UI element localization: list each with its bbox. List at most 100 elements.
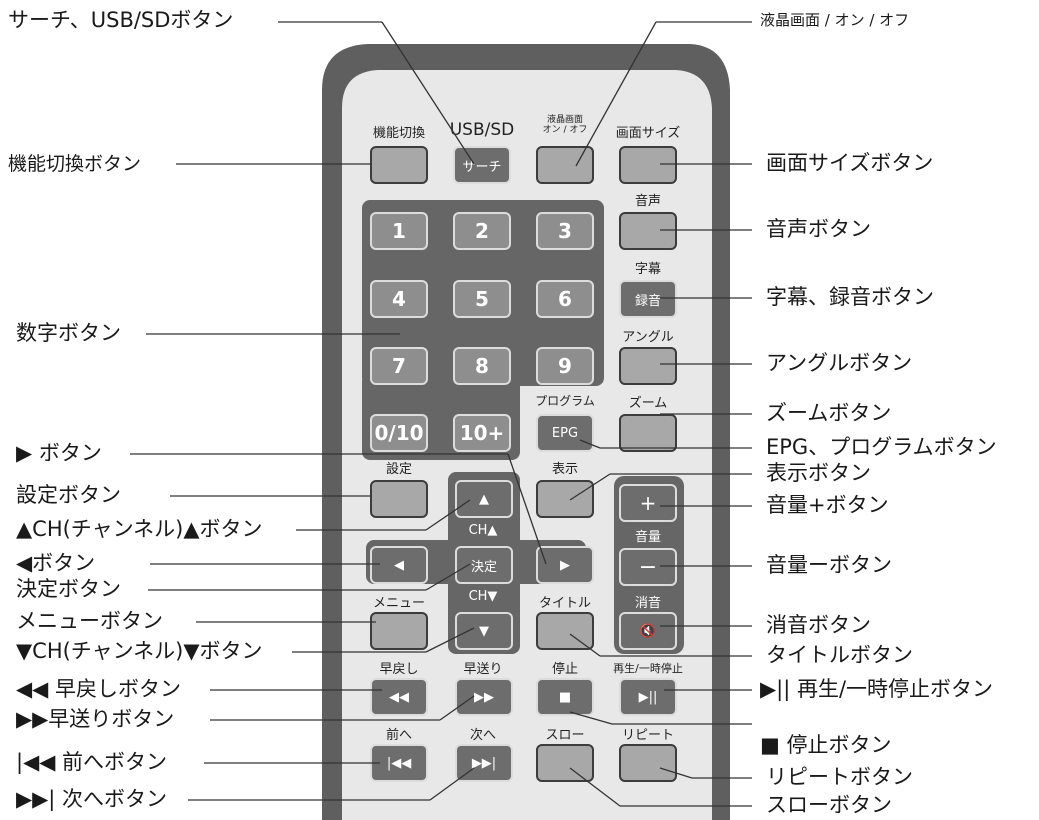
callout-volume-down: 音量ーボタン xyxy=(766,553,892,577)
label-slow: スロー xyxy=(545,728,585,743)
search-button[interactable]: サーチ xyxy=(453,146,511,184)
callout-next: ▶▶| 次へボタン xyxy=(16,787,168,811)
callout-ch-up: ▲CH(チャンネル)▲ボタン xyxy=(16,517,263,541)
callout-lcd: 液晶画面 / オン / オフ xyxy=(760,11,910,29)
callout-play-pause: ▶|| 再生/一時停止ボタン xyxy=(760,677,994,701)
label-mute: 消音 xyxy=(634,596,662,611)
callout-display: 表示ボタン xyxy=(766,461,871,485)
right-button[interactable]: ▶ xyxy=(536,546,594,584)
label-ff: 早送り xyxy=(463,662,503,677)
next-button[interactable]: ▶▶| xyxy=(455,744,513,782)
title-button[interactable] xyxy=(536,612,594,650)
label-screen: 画面サイズ xyxy=(615,126,681,141)
left-triangle-icon: ◀ xyxy=(394,557,404,573)
speaker-mute-icon: 🔇 xyxy=(639,623,657,639)
fast-forward-button[interactable]: ▶▶ xyxy=(455,678,513,716)
audio-button[interactable] xyxy=(619,212,677,250)
callout-func: 機能切換ボタン xyxy=(8,153,142,175)
callout-slow: スローボタン xyxy=(766,793,892,817)
callout-mute: 消音ボタン xyxy=(766,613,871,637)
num-8-button[interactable]: 8 xyxy=(453,347,511,385)
ch-down-button[interactable]: ▼ xyxy=(455,612,513,650)
menu-button[interactable] xyxy=(370,612,428,650)
callout-volume-up: 音量+ボタン xyxy=(766,493,889,517)
callout-screen-size: 画面サイズボタン xyxy=(766,151,934,175)
callout-previous: |◀◀ 前へボタン xyxy=(16,750,168,774)
right-triangle-icon: ▶ xyxy=(560,557,570,573)
setting-button[interactable] xyxy=(370,480,428,518)
label-prev: 前へ xyxy=(385,728,413,743)
play-pause-icon: ▶|| xyxy=(638,689,658,705)
num-2-button[interactable]: 2 xyxy=(453,212,511,250)
label-rew: 早戻し xyxy=(379,662,419,677)
callout-subtitle: 字幕、録音ボタン xyxy=(766,285,934,309)
callout-enter: 決定ボタン xyxy=(16,577,121,601)
stop-icon: ■ xyxy=(558,689,572,705)
label-repeat: リピート xyxy=(621,728,675,743)
callout-zoom: ズームボタン xyxy=(766,401,892,425)
callout-angle: アングルボタン xyxy=(766,351,913,375)
record-button[interactable]: 録音 xyxy=(619,280,677,318)
label-subtitle: 字幕 xyxy=(634,262,662,277)
mute-button[interactable]: 🔇 xyxy=(619,612,677,650)
rewind-icon: ◀◀ xyxy=(389,689,409,705)
display-button[interactable] xyxy=(536,480,594,518)
angle-button[interactable] xyxy=(619,347,677,385)
label-stop: 停止 xyxy=(551,662,579,677)
callout-left: ◀ボタン xyxy=(16,551,96,575)
play-pause-button[interactable]: ▶|| xyxy=(619,678,677,716)
callout-audio: 音声ボタン xyxy=(766,217,871,241)
callout-right: ▶ ボタン xyxy=(16,441,102,465)
num-7-button[interactable]: 7 xyxy=(370,347,428,385)
label-setting: 設定 xyxy=(385,462,413,477)
label-ch-up: CH▲ xyxy=(468,523,498,538)
callout-epg: EPG、プログラムボタン xyxy=(766,435,997,459)
previous-icon: |◀◀ xyxy=(386,755,412,771)
slow-button[interactable] xyxy=(536,744,594,782)
callout-setting: 設定ボタン xyxy=(16,483,121,507)
down-triangle-icon: ▼ xyxy=(479,623,489,639)
label-volume: 音量 xyxy=(634,530,662,545)
callout-stop: ■ 停止ボタン xyxy=(760,733,892,757)
volume-up-button[interactable]: + xyxy=(619,484,677,522)
label-program: プログラム xyxy=(535,394,595,408)
num-9-button[interactable]: 9 xyxy=(536,347,594,385)
callout-rewind: ◀◀ 早戻しボタン xyxy=(16,677,181,701)
label-zoom: ズーム xyxy=(628,396,668,411)
callout-number: 数字ボタン xyxy=(16,321,121,345)
label-ch-down: CH▼ xyxy=(468,589,498,604)
label-menu: メニュー xyxy=(372,596,426,611)
epg-button[interactable]: EPG xyxy=(536,414,594,452)
callout-title: タイトルボタン xyxy=(766,643,913,667)
num-1-button[interactable]: 1 xyxy=(370,212,428,250)
label-playpause: 再生/一時停止 xyxy=(613,662,683,675)
num-6-button[interactable]: 6 xyxy=(536,280,594,318)
callout-fast-forward: ▶▶早送りボタン xyxy=(16,707,175,731)
zoom-button[interactable] xyxy=(619,414,677,452)
num-4-button[interactable]: 4 xyxy=(370,280,428,318)
left-button[interactable]: ◀ xyxy=(370,546,428,584)
num-0-10-button[interactable]: 0/10 xyxy=(370,414,428,452)
label-lcd: 液晶画面 オン / オフ xyxy=(542,115,588,135)
next-icon: ▶▶| xyxy=(471,755,497,771)
callout-search-usb: サーチ、USB/SDボタン xyxy=(8,8,234,32)
up-triangle-icon: ▲ xyxy=(479,491,489,507)
fast-forward-icon: ▶▶ xyxy=(474,689,494,705)
repeat-button[interactable] xyxy=(619,744,677,782)
label-usb: USB/SD xyxy=(449,120,515,140)
num-3-button[interactable]: 3 xyxy=(536,212,594,250)
ch-up-button[interactable]: ▲ xyxy=(455,480,513,518)
enter-button[interactable]: 決定 xyxy=(455,546,513,584)
func-button[interactable] xyxy=(370,146,428,184)
rewind-button[interactable]: ◀◀ xyxy=(370,678,428,716)
volume-down-button[interactable]: − xyxy=(619,548,677,586)
label-display: 表示 xyxy=(551,462,579,477)
stop-button[interactable]: ■ xyxy=(536,678,594,716)
screen-size-button[interactable] xyxy=(619,146,677,184)
label-audio: 音声 xyxy=(634,194,662,209)
num-10plus-button[interactable]: 10+ xyxy=(453,414,511,452)
label-title: タイトル xyxy=(538,596,592,611)
num-5-button[interactable]: 5 xyxy=(453,280,511,318)
